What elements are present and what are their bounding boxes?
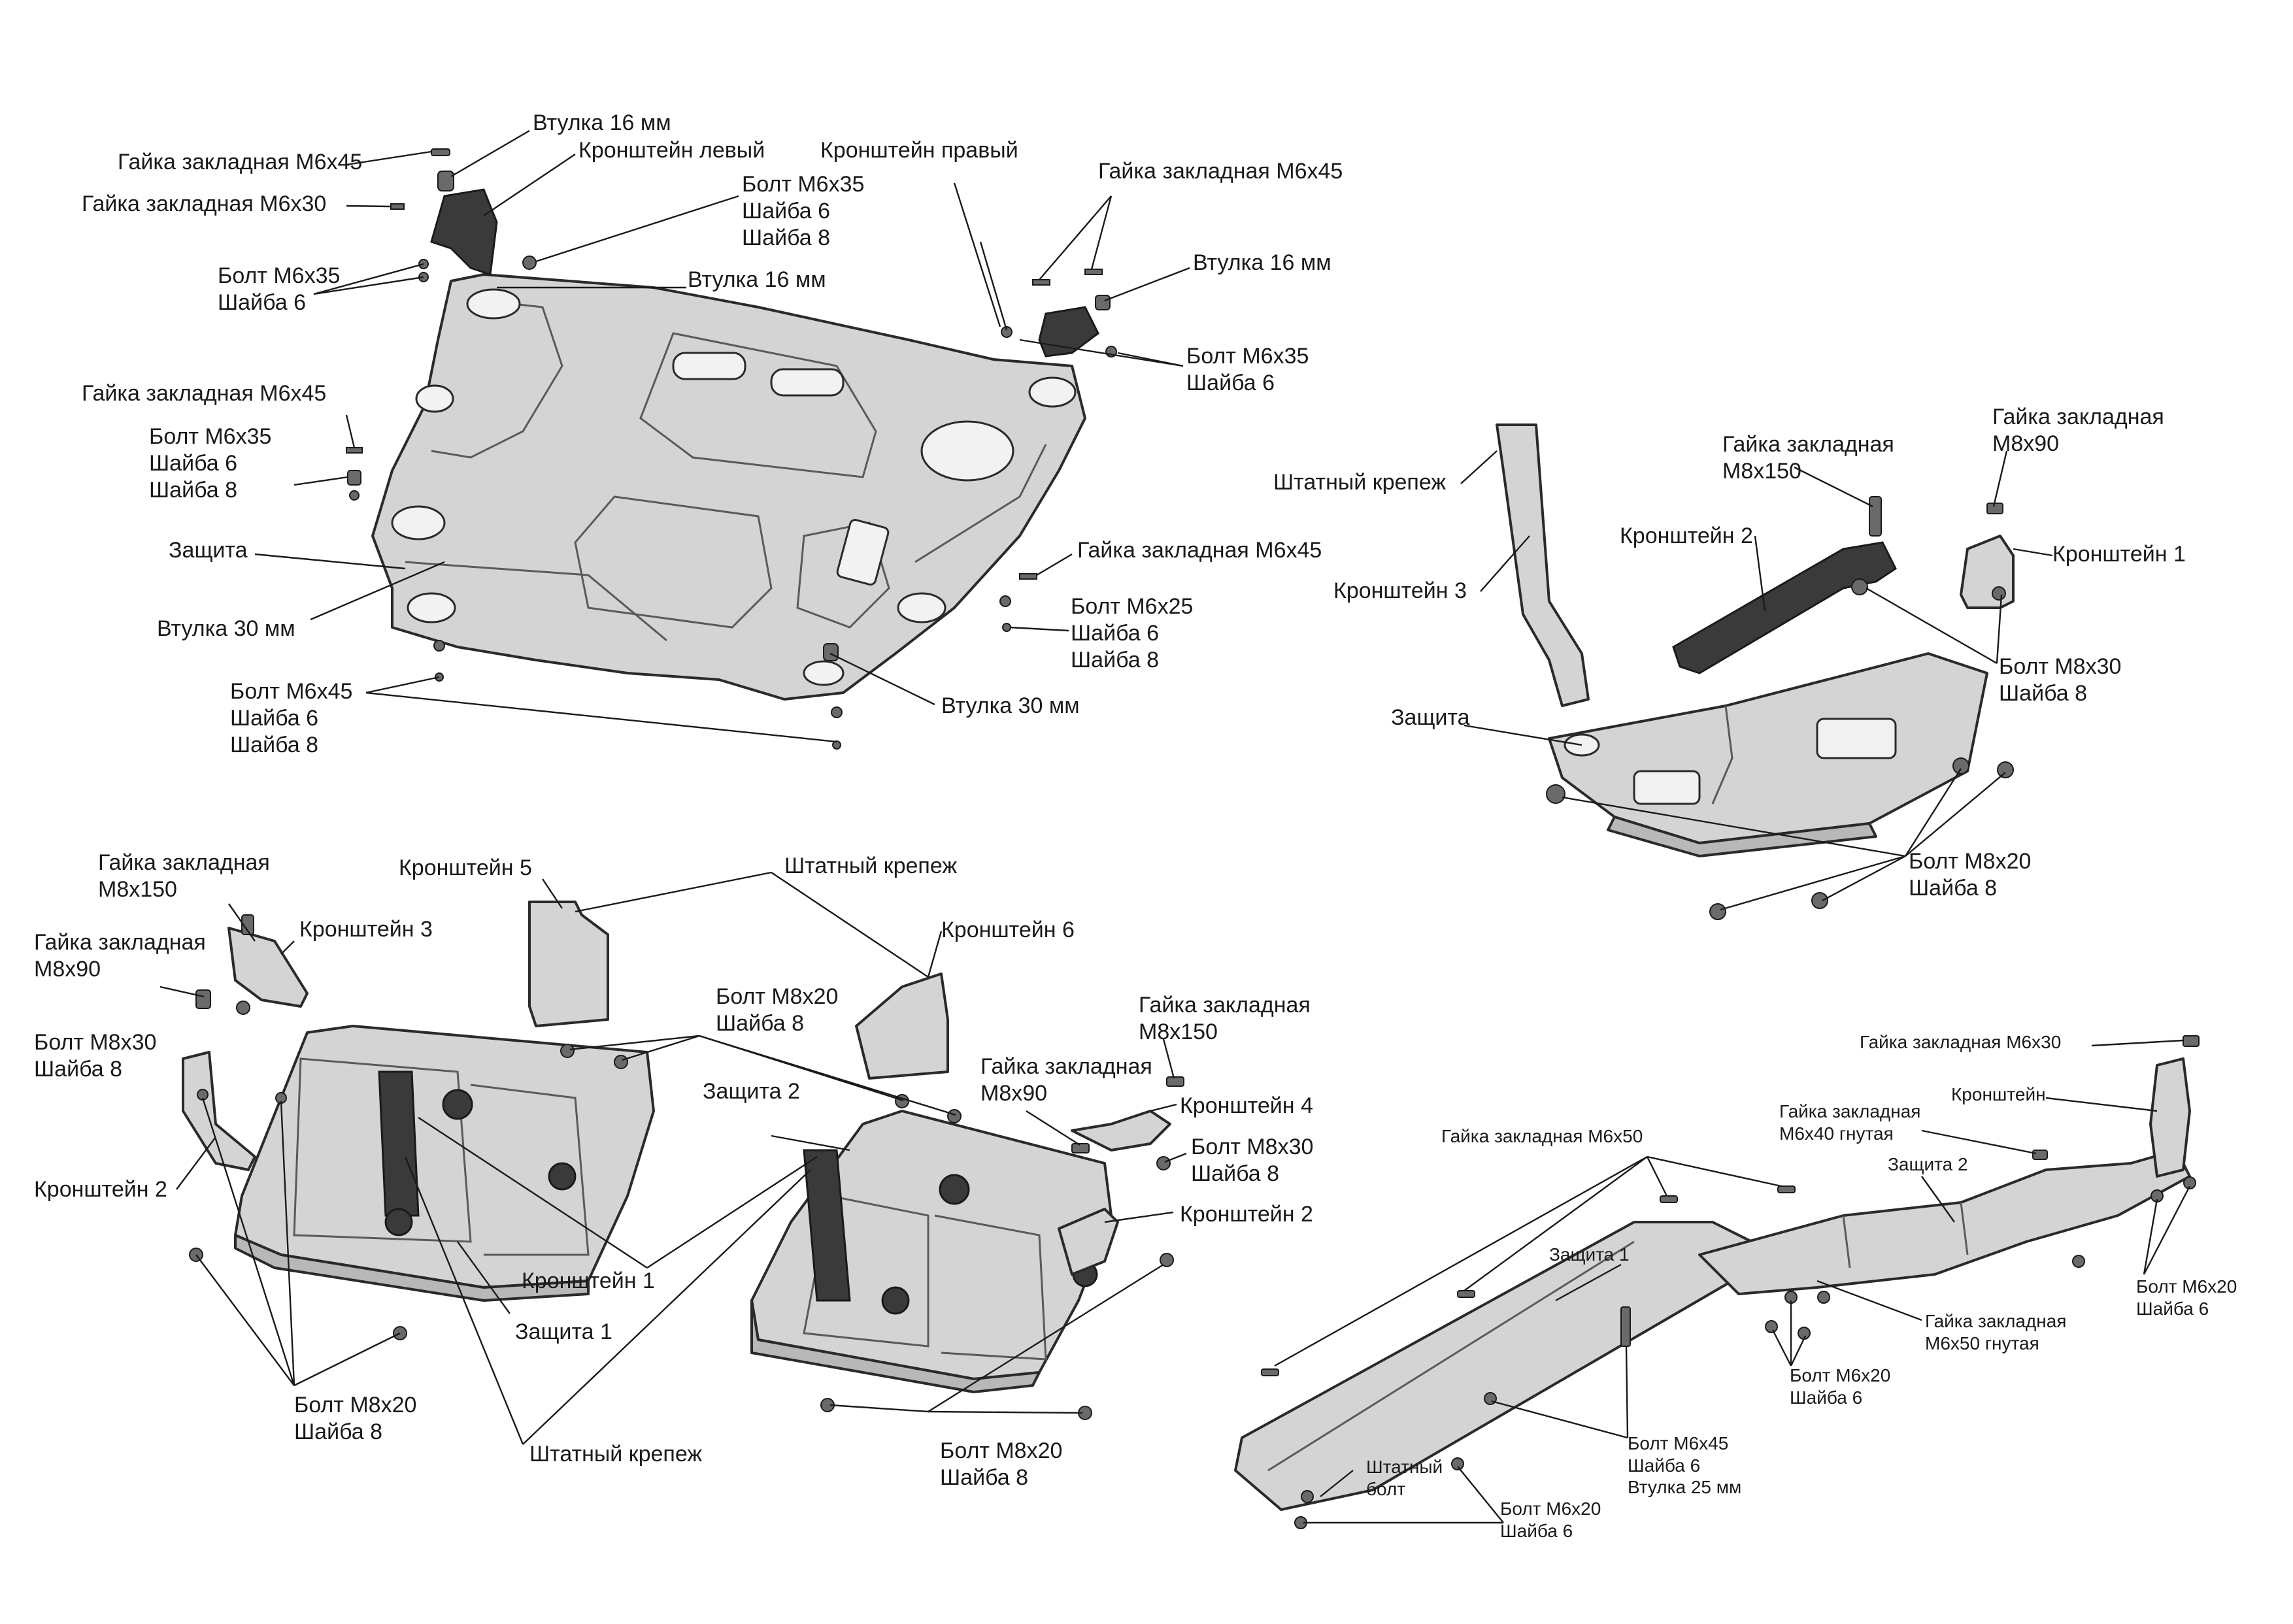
q1-label-vtulka30-left: Втулка 30 мм bbox=[157, 616, 295, 641]
q3-label-kronshtein-3: Кронштейн 3 bbox=[299, 917, 433, 942]
q2-label-shtatnyi-krepezh: Штатный крепеж bbox=[1273, 470, 1447, 495]
q1-label-gaika-m6x45-lower: Гайка закладная М6х45 bbox=[1077, 538, 1322, 563]
q3-fasteners bbox=[189, 914, 1184, 1420]
q2-brackets bbox=[1496, 423, 2015, 707]
q3-label-kronshtein-1: Кронштейн 1 bbox=[522, 1268, 655, 1293]
q4-label-kronshtein: Кронштейн bbox=[1951, 1084, 2046, 1104]
q4-skid-plates bbox=[1234, 1057, 2191, 1511]
q2-label-kronshtein-3: Кронштейн 3 bbox=[1333, 578, 1467, 603]
q1-leader-lines bbox=[254, 129, 1190, 743]
q2-label-kronshtein-1: Кронштейн 1 bbox=[2052, 542, 2186, 567]
q4-label-zashchita-2: Защита 2 bbox=[1888, 1154, 1968, 1174]
q3-label-kronshtein-5: Кронштейн 5 bbox=[399, 855, 532, 880]
q1-label-kronshtein-levyi: Кронштейн левый bbox=[578, 138, 765, 163]
q1-label-gaika-m6x45-right: Гайка закладная М6х45 bbox=[1098, 159, 1343, 184]
q3-label-kronshtein-2-left: Кронштейн 2 bbox=[34, 1177, 167, 1202]
q3-label-kronshtein-2-right: Кронштейн 2 bbox=[1180, 1202, 1313, 1227]
q1-fasteners bbox=[346, 148, 1117, 750]
q2-skid-plate bbox=[1548, 652, 1988, 857]
q1-label-vtulka16-top: Втулка 16 мм bbox=[533, 110, 671, 135]
q3-leader-lines bbox=[159, 871, 1187, 1445]
q1-skid-plate bbox=[371, 273, 1086, 701]
q2-label-kronshtein-2: Кронштейн 2 bbox=[1620, 523, 1753, 548]
q2-fasteners bbox=[1546, 578, 2014, 920]
q3-plate-2 bbox=[750, 1110, 1113, 1393]
q3-brackets bbox=[182, 901, 1171, 1276]
q1-brackets bbox=[430, 188, 1099, 357]
q1-label-gaika-m6x30: Гайка закладная М6х30 bbox=[82, 191, 327, 216]
q3-label-shtatnyi-krepezh-bottom: Штатный крепеж bbox=[529, 1442, 703, 1467]
q4-label-zashchita-1: Защита 1 bbox=[1549, 1244, 1630, 1265]
q1-label-gaika-m6x45-top: Гайка закладная М6х45 bbox=[118, 150, 363, 174]
q3-label-zashchita-1: Защита 1 bbox=[515, 1319, 612, 1344]
q4-fasteners bbox=[1261, 1035, 2200, 1529]
q3-label-kronshtein-6: Кронштейн 6 bbox=[941, 918, 1075, 942]
q1-label-gaika-m6x45-left: Гайка закладная М6х45 bbox=[82, 381, 327, 406]
q1-label-vtulka16-mid: Втулка 16 мм bbox=[688, 267, 826, 292]
q2-leader-lines bbox=[1460, 450, 2053, 911]
q3-plate-1 bbox=[234, 1025, 655, 1302]
q1-label-vtulka16-right: Втулка 16 мм bbox=[1193, 250, 1331, 275]
q1-label-vtulka30-right: Втулка 30 мм bbox=[941, 693, 1080, 718]
q4-label-gaika-m6x50: Гайка закладная М6х50 bbox=[1441, 1126, 1643, 1146]
q4-label-gaika-m6x30: Гайка закладная М6х30 bbox=[1860, 1032, 2062, 1052]
q1-label-kronshtein-pravyi: Кронштейн правый bbox=[820, 138, 1018, 163]
q3-label-zashchita-2: Защита 2 bbox=[703, 1079, 800, 1104]
q4-leader-lines bbox=[1274, 1039, 2191, 1524]
q1-label-zashchita: Защита bbox=[169, 538, 248, 563]
q3-label-shtatnyi-krepezh-top: Штатный крепеж bbox=[784, 853, 958, 878]
q2-label-zashchita: Защита bbox=[1391, 705, 1470, 730]
q3-label-kronshtein-4: Кронштейн 4 bbox=[1180, 1093, 1313, 1118]
